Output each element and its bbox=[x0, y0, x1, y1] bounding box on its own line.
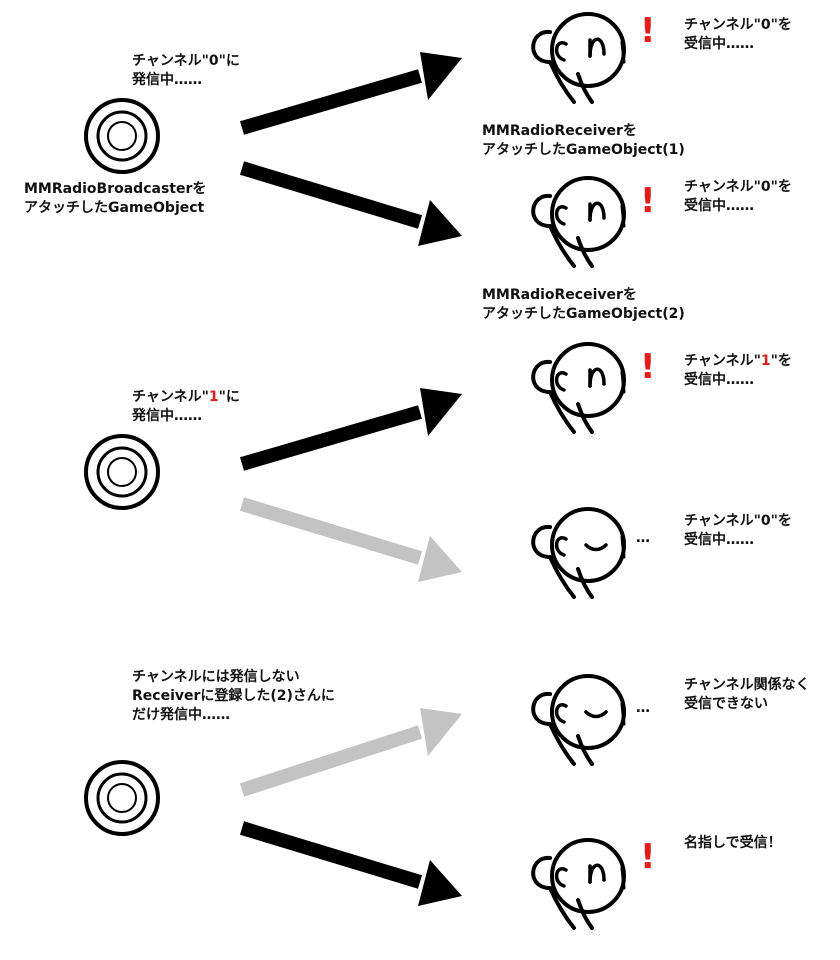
receiver-label: MMRadioReceiverを アタッチしたGameObject(1) bbox=[482, 123, 685, 158]
receiver-status-text: チャンネル"0"を 受信中…… bbox=[684, 179, 792, 214]
listening-person-icon bbox=[531, 176, 626, 268]
arrow-active bbox=[239, 821, 462, 906]
ellipsis-mark: … bbox=[636, 700, 650, 716]
broadcaster-target-icon bbox=[84, 98, 160, 174]
channel-number-highlight: 1 bbox=[760, 353, 771, 369]
arrow-inactive bbox=[239, 497, 462, 582]
exclamation-mark: ! bbox=[640, 837, 656, 877]
broadcast-text: チャンネルには発信しない Receiverに登録した(2)さんに だけ発信中…… bbox=[132, 669, 335, 723]
broadcaster-label: MMRadioBroadcasterを アタッチしたGameObject bbox=[24, 181, 207, 216]
receiver-status-text: 名指しで受信！ bbox=[684, 835, 782, 851]
broadcaster-target-icon bbox=[84, 760, 160, 836]
receiver-status-text: チャンネル関係なく 受信できない bbox=[684, 677, 810, 712]
arrow-active bbox=[239, 161, 462, 246]
listening-person-icon bbox=[531, 838, 626, 930]
arrow-inactive bbox=[239, 708, 462, 797]
broadcast-text: チャンネル"1"に 発信中…… bbox=[132, 389, 240, 424]
ellipsis-mark: … bbox=[636, 530, 650, 546]
channel-number-highlight: 1 bbox=[208, 389, 219, 405]
arrow-active bbox=[240, 52, 462, 135]
listening-person-icon bbox=[531, 342, 626, 434]
receiver-status-text: チャンネル"1"を 受信中…… bbox=[684, 353, 792, 388]
exclamation-mark: ! bbox=[640, 181, 656, 221]
listening-person-icon bbox=[531, 12, 626, 104]
receiver-status-text: チャンネル"0"を 受信中…… bbox=[684, 17, 792, 52]
receiver-label: MMRadioReceiverを アタッチしたGameObject(2) bbox=[482, 287, 685, 322]
exclamation-mark: ! bbox=[640, 347, 656, 387]
listening-person-icon bbox=[531, 674, 626, 766]
receiver-status-text: チャンネル"0"を 受信中…… bbox=[684, 513, 792, 548]
listening-person-icon bbox=[531, 507, 626, 599]
exclamation-mark: ! bbox=[640, 11, 656, 51]
broadcast-text: チャンネル"0"に 発信中…… bbox=[132, 53, 240, 88]
arrow-active bbox=[240, 388, 462, 471]
broadcaster-target-icon bbox=[84, 434, 160, 510]
